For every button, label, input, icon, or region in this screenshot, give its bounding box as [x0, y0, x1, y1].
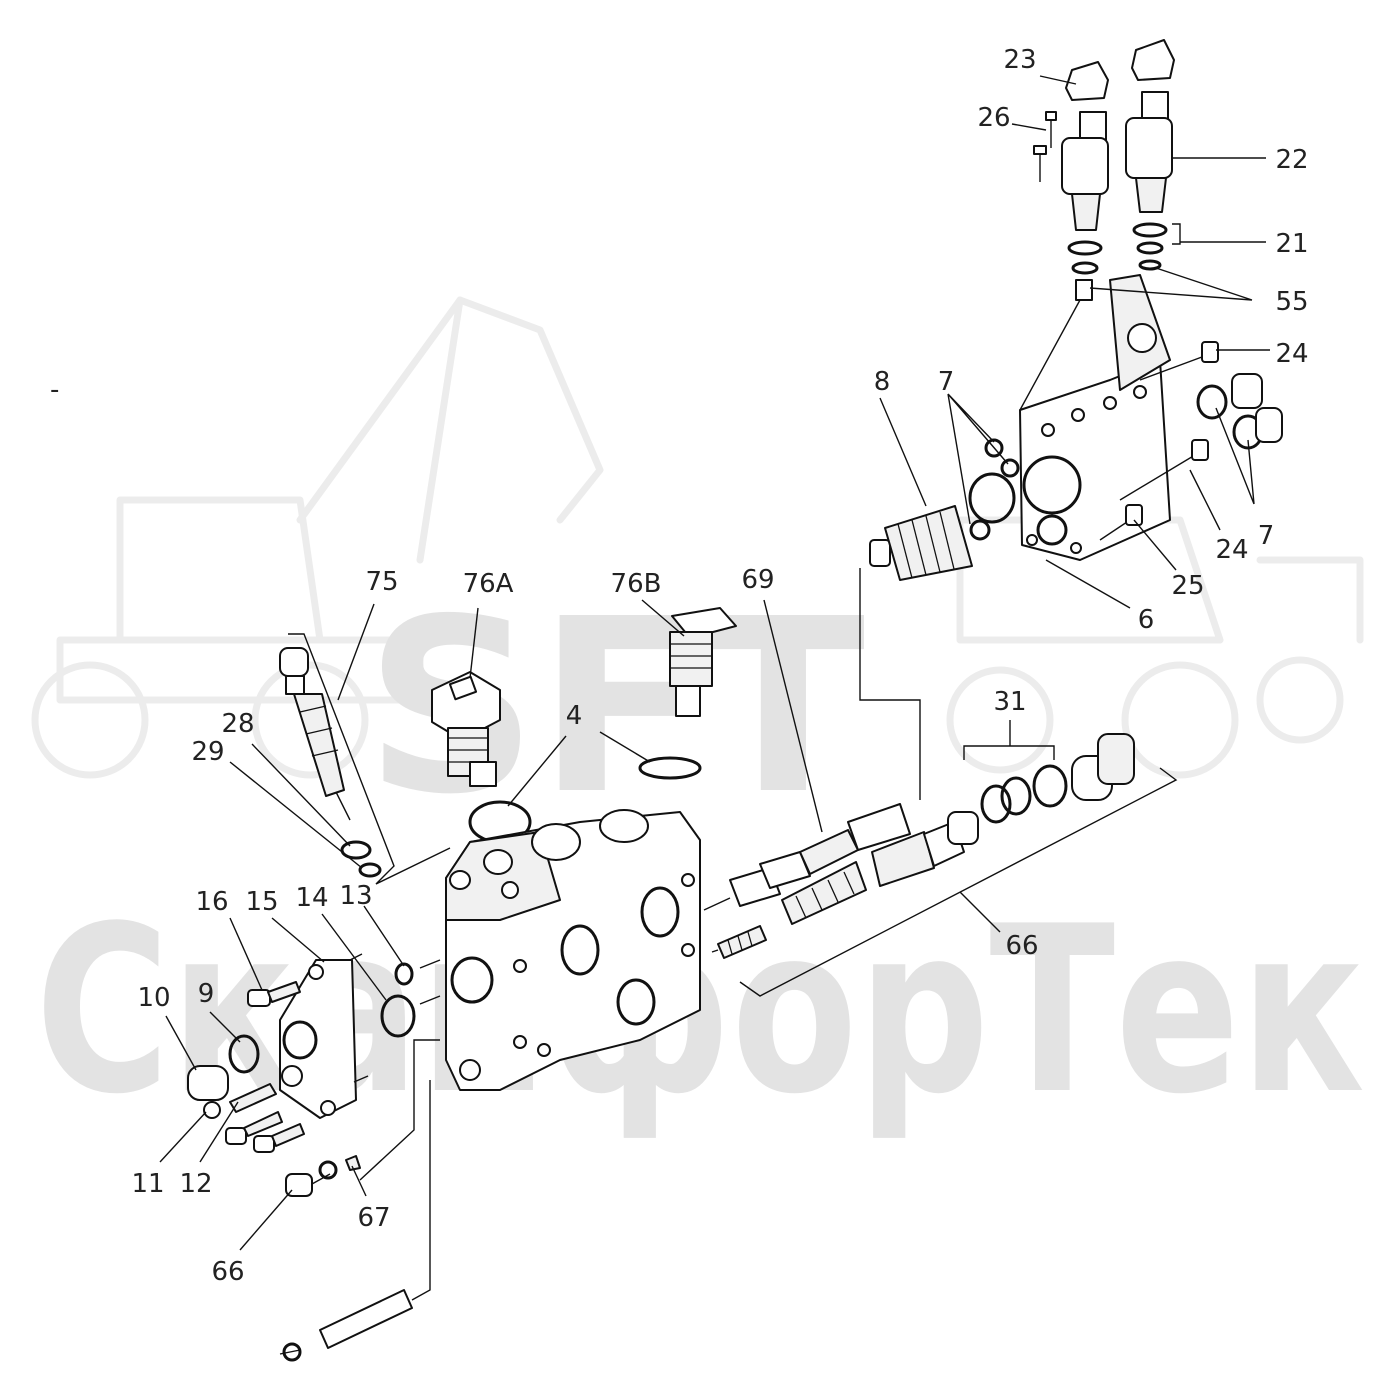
callout-28: 28	[221, 709, 254, 739]
callout-11: 11	[131, 1169, 164, 1199]
callout-16: 16	[195, 887, 228, 917]
spool-69	[729, 803, 911, 907]
leader-lines	[159, 75, 1270, 1355]
callout-76A: 76A	[463, 569, 514, 599]
screw-66-67	[285, 1155, 361, 1197]
callout-9: 9	[198, 979, 215, 1009]
callout-22: 22	[1275, 145, 1308, 175]
callout-66-right: 66	[1005, 931, 1038, 961]
callout-14: 14	[295, 883, 328, 913]
callout-21: 21	[1275, 229, 1308, 259]
valve-body	[445, 809, 701, 1091]
seals-13-14	[380, 962, 416, 1038]
callout-69: 69	[741, 565, 774, 595]
spring-8	[869, 505, 973, 581]
pin-bottom	[282, 1289, 413, 1362]
relief-valve-75	[279, 647, 382, 878]
bolt-24-lower	[1119, 439, 1209, 501]
seal-kit-31	[980, 733, 1135, 824]
callout-7-right: 7	[1258, 521, 1275, 551]
spring-small	[717, 925, 767, 959]
callout-8: 8	[874, 367, 891, 397]
callout-13: 13	[339, 881, 372, 911]
callout-23: 23	[1003, 45, 1036, 75]
bolt-24-upper	[1139, 341, 1219, 381]
plug-76B	[669, 607, 737, 717]
callout-24-upper: 24	[1275, 339, 1308, 369]
solenoid-left	[1061, 61, 1109, 301]
screws-16-12	[225, 981, 305, 1153]
solenoid-right	[1125, 39, 1175, 271]
callout-75: 75	[365, 567, 398, 597]
callout-66-left: 66	[211, 1257, 244, 1287]
callout-labels: 23 26 22 21 55 24 8 7 24 7 25 6 75 76A 7…	[131, 45, 1308, 1287]
plug-10-washer-9	[187, 1034, 303, 1119]
callout-31: 31	[993, 687, 1026, 717]
callout-24-lower: 24	[1215, 535, 1248, 565]
watermark-excavator-outline	[31, 296, 1364, 779]
spring-66-assembly	[781, 811, 979, 925]
callout-25: 25	[1171, 571, 1204, 601]
callout-15: 15	[245, 887, 278, 917]
seals-7-left	[968, 438, 1020, 541]
stray-mark: -	[50, 375, 59, 405]
callout-7-left: 7	[938, 367, 955, 397]
plug-76A	[431, 671, 501, 787]
callout-26: 26	[977, 103, 1010, 133]
screw-26	[1033, 111, 1057, 182]
callout-29: 29	[191, 737, 224, 767]
callout-4: 4	[566, 701, 583, 731]
callout-6: 6	[1138, 605, 1155, 635]
callout-55: 55	[1275, 287, 1308, 317]
end-cap-6	[1019, 274, 1171, 561]
plugs-7-right	[1196, 373, 1283, 450]
callout-10: 10	[137, 983, 170, 1013]
callout-67: 67	[357, 1203, 390, 1233]
callout-76B: 76B	[611, 569, 662, 599]
bolt-25	[1099, 504, 1143, 541]
callout-12: 12	[179, 1169, 212, 1199]
